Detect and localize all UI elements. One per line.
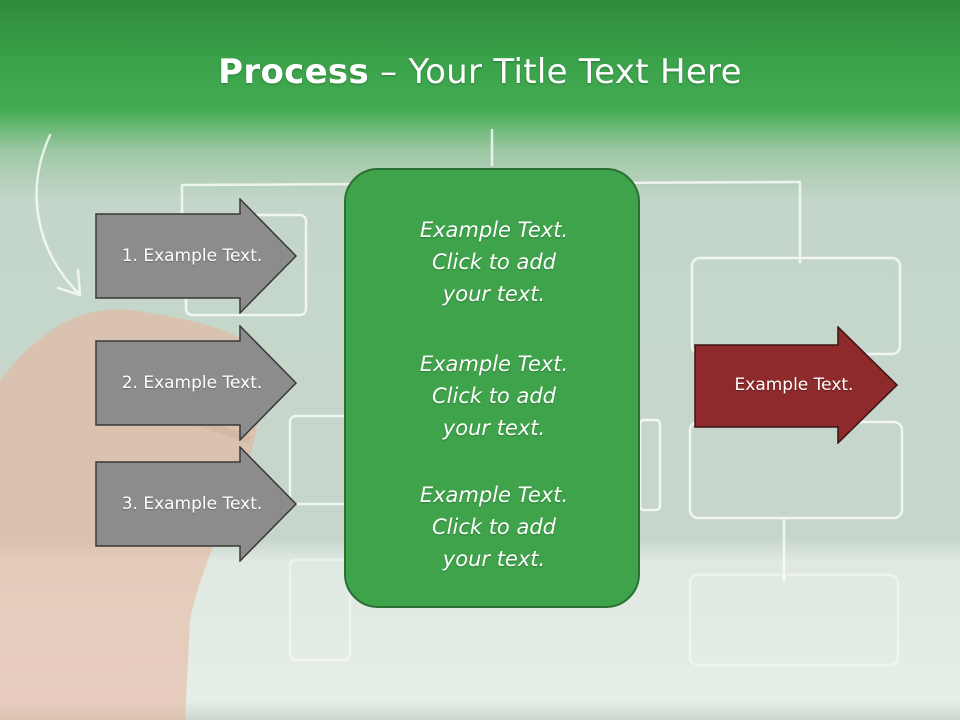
center-text-block-3: Example Text. Click to add your text.: [346, 479, 642, 575]
arrow-shape: [694, 326, 899, 444]
output-label: Example Text.: [734, 375, 854, 395]
arrow-shape: [95, 325, 298, 441]
step-arrow-3[interactable]: 3. Example Text.: [95, 446, 299, 562]
step-arrow-2[interactable]: 2. Example Text.: [95, 325, 299, 441]
block-line: Example Text.: [419, 483, 569, 507]
center-text-box[interactable]: Example Text. Click to add your text. Ex…: [344, 168, 640, 608]
arrow-shape: [95, 198, 298, 314]
output-arrow[interactable]: Example Text.: [694, 326, 900, 444]
arrow-shape: [95, 446, 298, 562]
block-line: Example Text.: [419, 218, 569, 242]
step-arrow-1[interactable]: 1. Example Text.: [95, 198, 299, 314]
center-text-block-2: Example Text. Click to add your text.: [346, 348, 642, 444]
block-line: your text.: [442, 282, 546, 306]
block-line: Click to add: [431, 384, 556, 408]
step-label: 1. Example Text.: [121, 246, 263, 266]
block-line: Example Text.: [419, 352, 569, 376]
title-bold: Process: [218, 52, 370, 92]
step-label: 3. Example Text.: [121, 494, 263, 514]
step-label: 2. Example Text.: [121, 373, 263, 393]
block-line: your text.: [442, 547, 546, 571]
block-line: Click to add: [431, 515, 556, 539]
title-rest: – Your Title Text Here: [369, 52, 742, 92]
block-line: Click to add: [431, 250, 556, 274]
block-line: your text.: [442, 416, 546, 440]
center-text-block-1: Example Text. Click to add your text.: [346, 214, 642, 310]
slide-title: Process – Your Title Text Here: [0, 52, 960, 92]
